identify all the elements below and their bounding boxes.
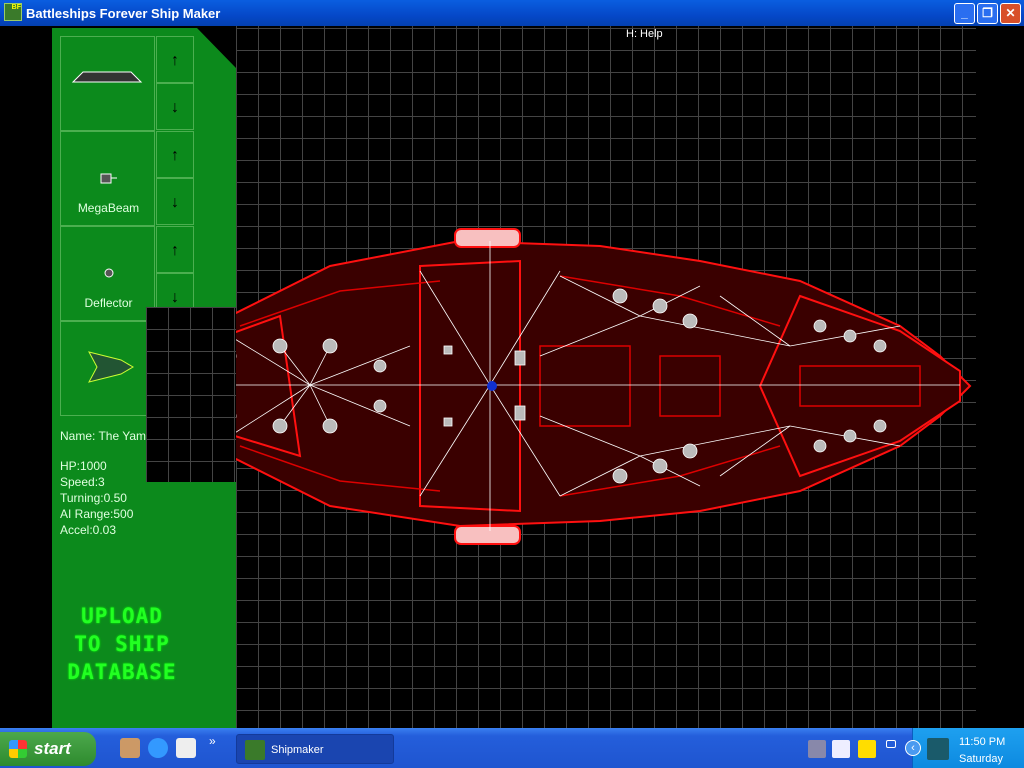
parts-panel: ↑ ↓ MegaBeam ↑ ↓ Deflector ↑ ↓ Name: The…	[52, 28, 236, 728]
stat-hp: HP:1000	[60, 459, 107, 473]
quicklaunch-more-button[interactable]: »	[209, 734, 216, 748]
slot-1-up-arrow[interactable]: ↑	[156, 36, 194, 83]
system-tray: ‹ 11:50 PM Saturday	[905, 728, 1024, 768]
ship-core	[487, 381, 497, 391]
start-button[interactable]: start	[0, 732, 96, 766]
window-title: Battleships Forever Ship Maker	[26, 6, 221, 21]
tray-network-icon[interactable]	[832, 740, 850, 758]
upload-line: DATABASE	[67, 660, 177, 684]
shipmaker-icon	[245, 740, 265, 760]
megabeam-icon	[100, 173, 117, 184]
clock-day: Saturday	[959, 753, 1004, 765]
slot-1-down-arrow[interactable]: ↓	[156, 83, 194, 130]
grid-overlay	[146, 307, 236, 482]
quicklaunch-desktop-icon[interactable]	[120, 738, 140, 758]
slot-2-up-arrow[interactable]: ↑	[156, 131, 194, 178]
ship-preview-slot[interactable]	[60, 321, 155, 416]
stat-speed: Speed:3	[60, 475, 105, 489]
quicklaunch-notepad-icon[interactable]	[176, 738, 196, 758]
taskbar-item-shipmaker[interactable]: Shipmaker	[236, 734, 394, 764]
title-bar: BF Battleships Forever Ship Maker _ ❐ ✕	[0, 0, 1024, 26]
armor-plate-icon	[71, 71, 143, 83]
slot-2-down-arrow[interactable]: ↓	[156, 178, 194, 225]
start-label: start	[34, 739, 71, 758]
minimize-button[interactable]: _	[954, 3, 975, 24]
turret-top	[454, 228, 521, 248]
app-icon: BF	[4, 3, 22, 21]
taskbar: start » Shipmaker ‹ 11:50 PM Saturday	[0, 728, 1024, 768]
quicklaunch-ie-icon[interactable]	[148, 738, 168, 758]
hull-mid	[419, 259, 521, 513]
upload-line: TO SHIP	[74, 632, 170, 656]
tray-help-icon[interactable]	[858, 740, 876, 758]
editor-canvas[interactable]: H: Help ↑ ↓	[0, 26, 1024, 728]
turret-bottom	[454, 525, 521, 545]
part-slot-megabeam[interactable]: MegaBeam	[60, 131, 155, 226]
maximize-button[interactable]: ❐	[977, 3, 998, 24]
tray-collapse-button[interactable]: ‹	[905, 740, 921, 756]
deflector-icon	[104, 268, 114, 278]
ship-preview-icon	[88, 351, 134, 383]
stat-ai-range: AI Range:500	[60, 507, 134, 521]
hull-front	[758, 294, 961, 478]
stat-accel: Accel:0.03	[60, 523, 117, 537]
stat-turning: Turning:0.50	[60, 491, 127, 505]
help-hint: H: Help	[626, 28, 663, 40]
part-slot-deflector[interactable]: Deflector	[60, 226, 155, 321]
task-label: Shipmaker	[271, 744, 324, 756]
upload-to-ship-database-button[interactable]: UPLOAD TO SHIP DATABASE	[62, 602, 182, 686]
close-button[interactable]: ✕	[1000, 3, 1021, 24]
upload-line: UPLOAD	[81, 604, 163, 628]
tray-tool-icon[interactable]	[808, 740, 826, 758]
clock-time[interactable]: 11:50 PM	[959, 736, 1006, 748]
slot-3-up-arrow[interactable]: ↑	[156, 226, 194, 273]
part-slot-1[interactable]	[60, 36, 155, 131]
part-label: MegaBeam	[77, 201, 140, 215]
part-label: Deflector	[84, 296, 133, 310]
ship-name[interactable]: Name: The Yam	[60, 429, 147, 443]
tray-messenger-icon[interactable]	[927, 738, 949, 760]
tray-restore-icon[interactable]	[886, 740, 896, 748]
windows-logo-icon	[9, 740, 27, 758]
ship-stats: HP:1000 Speed:3 Turning:0.50 AI Range:50…	[60, 458, 133, 538]
